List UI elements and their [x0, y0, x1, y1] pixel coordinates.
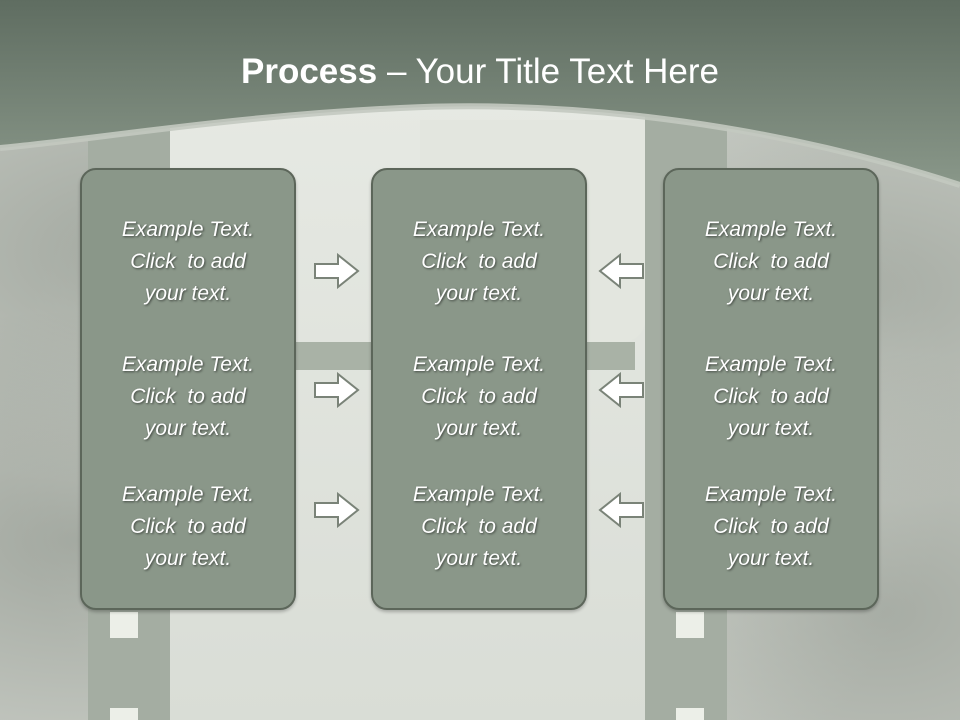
right-arrow-icon: [314, 492, 360, 528]
right-arrow-icon: [314, 372, 360, 408]
text-line: Example Text.: [121, 353, 255, 376]
process-box-right[interactable]: Example Text. Click to add your text. Ex…: [663, 168, 879, 610]
text-line: Example Text.: [412, 353, 546, 376]
text-block[interactable]: Example Text. Click to add your text.: [82, 349, 294, 445]
text-line: Click to add: [421, 515, 537, 538]
text-line: your text.: [435, 547, 523, 570]
text-line: Click to add: [421, 250, 537, 273]
text-line: Click to add: [713, 385, 829, 408]
text-line: Click to add: [130, 515, 246, 538]
text-block[interactable]: Example Text. Click to add your text.: [665, 479, 877, 575]
film-sprocket: [676, 612, 704, 638]
text-line: your text.: [144, 547, 232, 570]
text-block[interactable]: Example Text. Click to add your text.: [373, 479, 585, 575]
title-bold: Process: [241, 52, 378, 91]
text-line: Example Text.: [704, 353, 838, 376]
text-line: your text.: [144, 282, 232, 305]
text-line: your text.: [727, 547, 815, 570]
text-block[interactable]: Example Text. Click to add your text.: [373, 214, 585, 310]
right-arrow-icon: [314, 253, 360, 289]
text-line: Example Text.: [704, 218, 838, 241]
left-arrow-icon: [598, 253, 644, 289]
film-sprocket: [110, 708, 138, 720]
text-block[interactable]: Example Text. Click to add your text.: [665, 349, 877, 445]
text-line: your text.: [435, 417, 523, 440]
text-line: Click to add: [130, 385, 246, 408]
text-line: Click to add: [713, 515, 829, 538]
header-band: [0, 0, 960, 188]
text-line: Example Text.: [412, 218, 546, 241]
text-line: Example Text.: [121, 483, 255, 506]
text-line: Click to add: [713, 250, 829, 273]
left-arrow-icon: [598, 372, 644, 408]
text-block[interactable]: Example Text. Click to add your text.: [373, 349, 585, 445]
text-line: your text.: [435, 282, 523, 305]
title-rest: – Your Title Text Here: [377, 52, 719, 91]
text-line: your text.: [144, 417, 232, 440]
left-arrow-icon: [598, 492, 644, 528]
text-line: your text.: [727, 417, 815, 440]
film-sprocket: [110, 612, 138, 638]
text-line: your text.: [727, 282, 815, 305]
text-block[interactable]: Example Text. Click to add your text.: [82, 214, 294, 310]
text-line: Example Text.: [121, 218, 255, 241]
film-sprocket: [676, 708, 704, 720]
text-line: Example Text.: [412, 483, 546, 506]
text-line: Example Text.: [704, 483, 838, 506]
page-title[interactable]: Process – Your Title Text Here: [0, 52, 960, 92]
process-box-center[interactable]: Example Text. Click to add your text. Ex…: [371, 168, 587, 610]
process-box-left[interactable]: Example Text. Click to add your text. Ex…: [80, 168, 296, 610]
text-line: Click to add: [130, 250, 246, 273]
text-block[interactable]: Example Text. Click to add your text.: [82, 479, 294, 575]
text-line: Click to add: [421, 385, 537, 408]
text-block[interactable]: Example Text. Click to add your text.: [665, 214, 877, 310]
